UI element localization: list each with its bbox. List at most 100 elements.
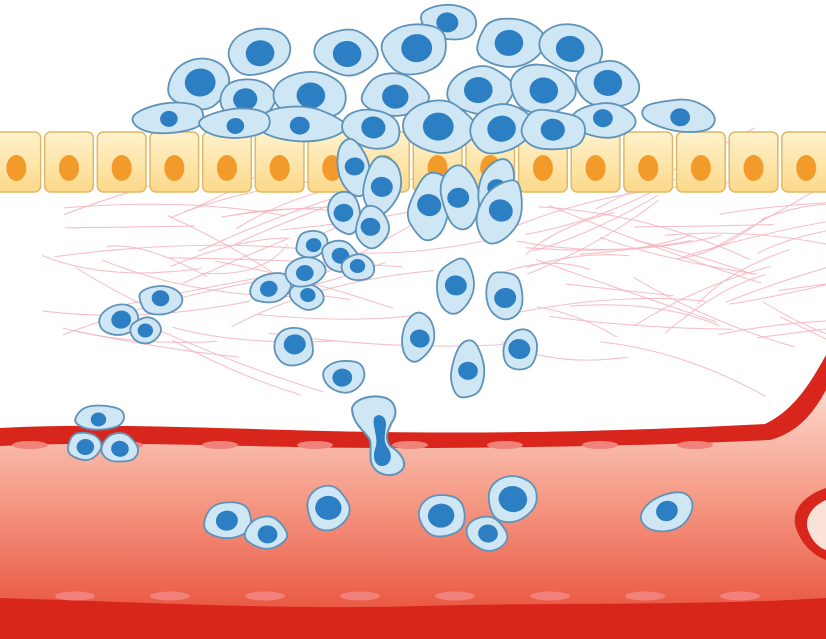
endothelial-nucleus	[625, 591, 665, 601]
matrix-fiber	[525, 234, 722, 251]
tumor-cell	[360, 72, 430, 117]
cell-nucleus	[478, 524, 498, 543]
matrix-fiber	[600, 341, 766, 397]
epithelial-nucleus	[164, 155, 185, 181]
cell-nucleus	[444, 275, 467, 296]
circulating-tumor-cell	[243, 515, 289, 550]
endothelial-nucleus	[297, 441, 333, 449]
cell-nucleus	[305, 238, 322, 253]
endothelial-nucleus	[55, 591, 95, 601]
epithelial-nucleus	[269, 155, 290, 181]
cell-nucleus	[436, 12, 459, 33]
cell-nucleus	[382, 84, 409, 109]
cell-nucleus	[370, 176, 393, 197]
cell-nucleus	[458, 361, 478, 380]
tumor-cell	[402, 99, 478, 154]
tumor-cell	[446, 65, 515, 116]
cell-nucleus	[300, 288, 316, 303]
endothelial-nucleus	[435, 591, 475, 601]
cell-nucleus	[360, 217, 381, 236]
cell-nucleus	[137, 323, 154, 338]
circulating-tumor-cell	[417, 494, 466, 538]
endothelial-nucleus	[202, 441, 238, 449]
matrix-fiber	[719, 202, 826, 215]
epithelial-nucleus	[6, 155, 27, 181]
cell-nucleus	[498, 486, 528, 513]
epithelial-nucleus	[690, 155, 711, 181]
circulating-tumor-cells	[67, 404, 694, 552]
cell-nucleus	[245, 40, 275, 67]
cell-nucleus	[401, 34, 433, 63]
tumor-cell	[131, 101, 205, 135]
epithelial-nucleus	[585, 155, 606, 181]
cell-nucleus	[422, 112, 454, 141]
invading-tumor-cell	[362, 155, 403, 216]
matrix-fiber	[526, 254, 630, 269]
matrix-fiber	[74, 330, 240, 358]
intravasating-nucleus	[373, 415, 391, 466]
invading-tumor-cell	[340, 253, 376, 282]
intravasating-cell	[350, 395, 406, 476]
matrix-fiber	[525, 211, 615, 255]
matrix-fiber	[504, 297, 706, 316]
invading-tumor-cell	[138, 285, 184, 316]
tumor-cell	[538, 23, 604, 73]
tumor-cell	[341, 108, 401, 150]
matrix-fiber	[64, 225, 195, 229]
matrix-fiber	[257, 313, 419, 320]
cell-nucleus	[494, 287, 517, 308]
cell-nucleus	[464, 77, 493, 104]
epithelial-nucleus	[796, 155, 817, 181]
matrix-fiber	[599, 236, 758, 275]
matrix-fiber	[549, 315, 733, 330]
epithelial-nucleus	[111, 155, 132, 181]
matrix-fiber	[536, 306, 618, 338]
matrix-fiber	[682, 221, 826, 258]
matrix-fiber	[718, 320, 826, 335]
invading-tumor-cell	[327, 190, 361, 236]
matrix-fiber	[779, 316, 826, 340]
cell-nucleus	[529, 77, 559, 104]
matrix-fiber	[220, 206, 328, 218]
cell-nucleus	[333, 203, 354, 222]
cell-nucleus	[540, 118, 565, 141]
cell-nucleus	[417, 194, 442, 217]
cell-nucleus	[349, 259, 366, 274]
matrix-fiber	[535, 259, 718, 323]
matrix-fiber	[565, 283, 674, 297]
matrix-fiber	[106, 245, 208, 277]
tumor-cell	[469, 103, 536, 155]
matrix-fiber	[181, 238, 288, 285]
invading-tumor-cell	[288, 282, 325, 311]
cell-nucleus	[508, 338, 531, 360]
invading-cells	[98, 138, 538, 399]
epithelial-nucleus	[743, 155, 764, 181]
epithelial-nucleus	[216, 155, 237, 181]
invading-tumor-cell	[284, 256, 327, 288]
epithelial-nucleus	[532, 155, 553, 181]
cell-nucleus	[160, 110, 178, 127]
tumor-cell	[569, 102, 637, 139]
cell-nucleus	[233, 88, 258, 111]
invading-tumor-cell	[401, 311, 436, 363]
endothelial-nucleus	[720, 591, 760, 601]
tumor-cell	[313, 28, 379, 77]
tumor-cell	[520, 108, 586, 151]
invading-tumor-cell	[273, 327, 314, 367]
matrix-fiber	[42, 300, 251, 316]
cell-nucleus	[226, 117, 245, 134]
cell-nucleus	[344, 157, 365, 176]
matrix-fiber	[202, 243, 289, 275]
circulating-tumor-cell	[67, 431, 103, 461]
endothelial-nucleus	[530, 591, 570, 601]
endothelial-nucleus	[150, 591, 190, 601]
cell-nucleus	[259, 280, 278, 297]
invading-tumor-cell	[322, 360, 366, 394]
epithelial-nucleus	[638, 155, 659, 181]
tumor-cell	[574, 59, 641, 108]
invading-tumor-cell	[355, 204, 390, 250]
cell-nucleus	[289, 116, 310, 135]
cell-nucleus	[487, 115, 516, 142]
cell-nucleus	[111, 440, 129, 457]
circulating-tumor-cell	[306, 484, 351, 532]
